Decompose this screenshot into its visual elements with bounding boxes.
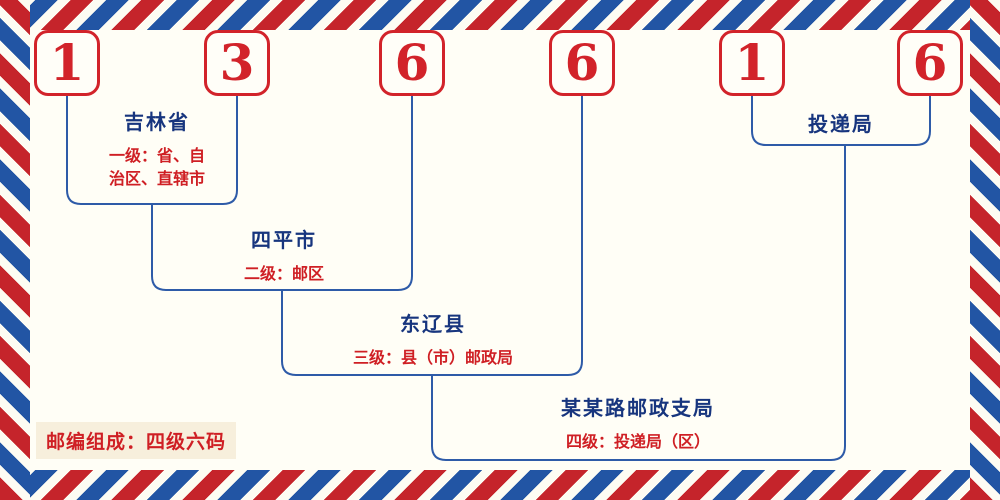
level-3-title: 东辽县 xyxy=(400,312,466,336)
level-3-desc: 三级：县（市）邮政局 xyxy=(352,348,513,367)
level-2-title: 四平市 xyxy=(251,228,317,252)
digit-2: 3 xyxy=(219,33,255,92)
level-3-label: 东辽县 三级：县（市）邮政局 xyxy=(318,308,548,369)
level-2-desc: 二级：邮区 xyxy=(243,264,324,283)
delivery-office-label: 投递局 xyxy=(781,108,901,137)
digit-3: 6 xyxy=(394,33,430,92)
digit-5: 1 xyxy=(734,33,770,92)
level-2-label: 四平市 二级：邮区 xyxy=(204,224,364,285)
level-4-title: 某某路邮政支局 xyxy=(561,396,715,420)
airmail-stripe-right xyxy=(970,0,1000,500)
level-4-desc: 四级：投递局（区） xyxy=(565,432,710,451)
airmail-stripe-bottom xyxy=(0,470,1000,500)
airmail-stripe-top xyxy=(0,0,1000,30)
digit-box-1: 1 xyxy=(34,30,100,96)
digit-4: 6 xyxy=(564,33,600,92)
level-1-label: 吉林省 一级：省、自治区、直辖市 xyxy=(78,106,236,190)
digit-1: 1 xyxy=(49,33,85,92)
airmail-stripe-left xyxy=(0,0,30,500)
digit-box-4: 6 xyxy=(549,30,615,96)
composition-note: 邮编组成：四级六码 xyxy=(36,422,237,459)
delivery-office-title: 投递局 xyxy=(808,112,874,136)
digit-box-3: 6 xyxy=(379,30,445,96)
level-1-title: 吉林省 xyxy=(124,110,190,134)
digit-box-6: 6 xyxy=(897,30,963,96)
digit-box-5: 1 xyxy=(719,30,785,96)
digit-6: 6 xyxy=(912,33,948,92)
level-1-desc: 一级：省、自治区、直辖市 xyxy=(108,146,205,189)
digit-box-2: 3 xyxy=(204,30,270,96)
level-4-label: 某某路邮政支局 四级：投递局（区） xyxy=(508,392,768,453)
